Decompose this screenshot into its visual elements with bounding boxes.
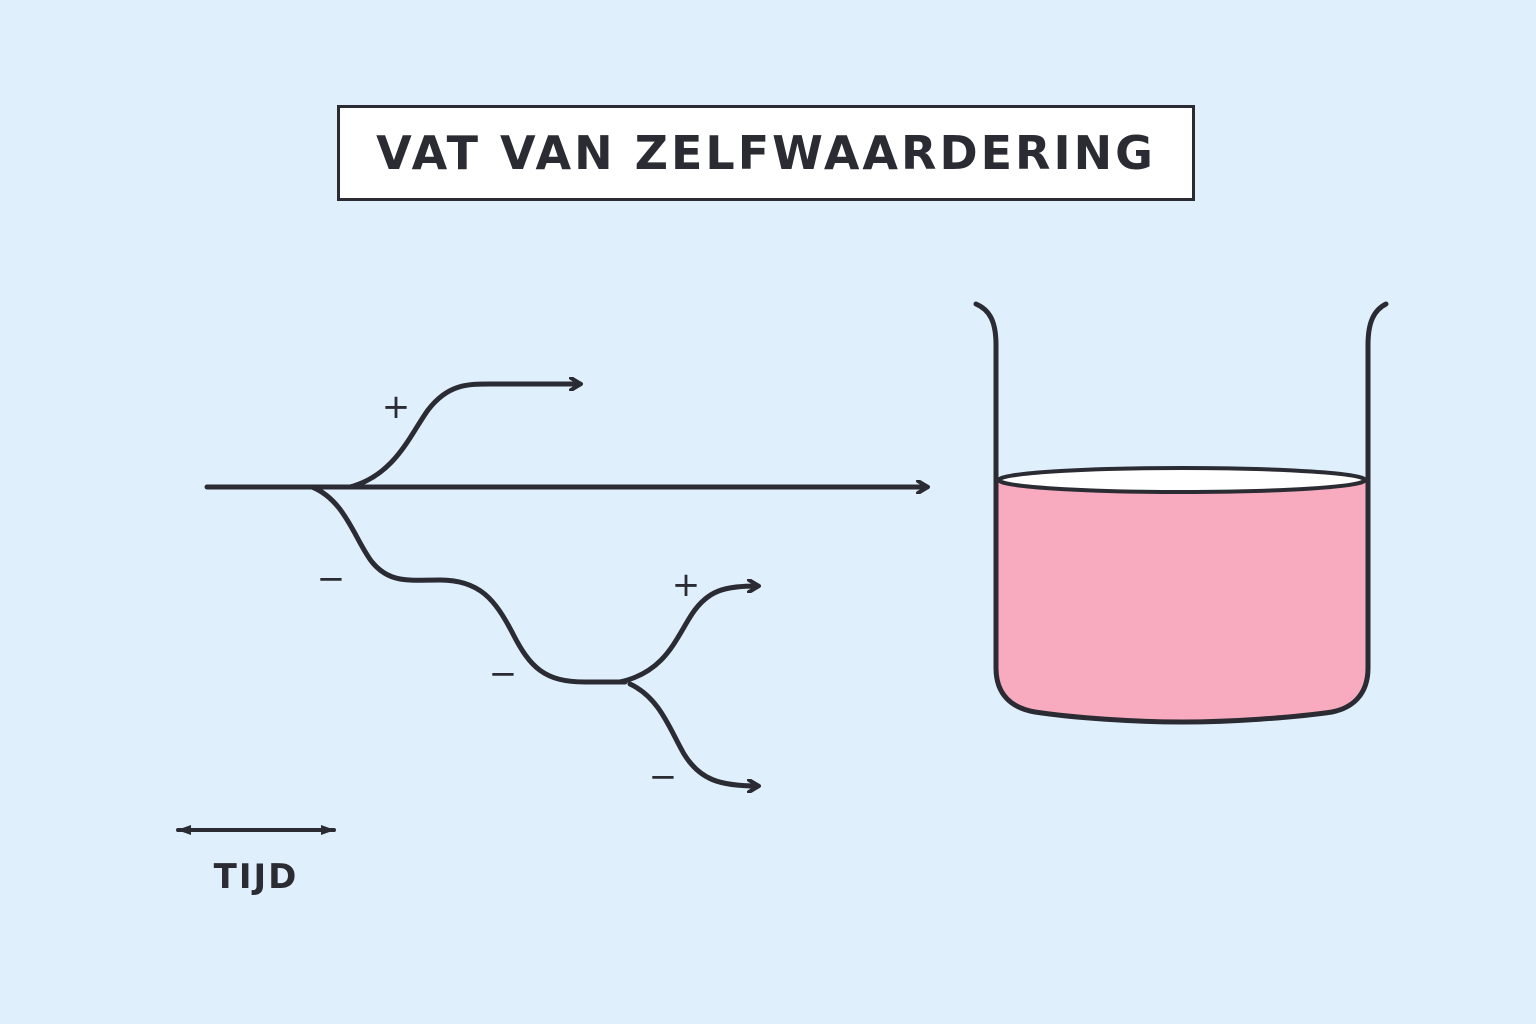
sign-lower-branch: − (317, 559, 346, 599)
final-lower-arrow (627, 681, 758, 786)
lower-branch-curve (309, 484, 628, 685)
upper-branch-arrow (347, 384, 580, 490)
vat-liquid-surface (997, 466, 1367, 494)
final-upper-arrow (617, 586, 758, 685)
sign-final-lower: − (649, 757, 678, 797)
diagram-title: VAT VAN ZELFWAARDERING (376, 126, 1156, 180)
vat (973, 301, 1389, 725)
title-box: VAT VAN ZELFWAARDERING (337, 105, 1195, 201)
time-label: TIJD (214, 857, 299, 897)
sign-second-lower: − (489, 654, 518, 694)
sign-final-upper: + (672, 565, 701, 605)
vat-liquid (998, 482, 1367, 722)
sign-upper-branch: + (382, 387, 411, 427)
vat-outline (973, 301, 1389, 725)
